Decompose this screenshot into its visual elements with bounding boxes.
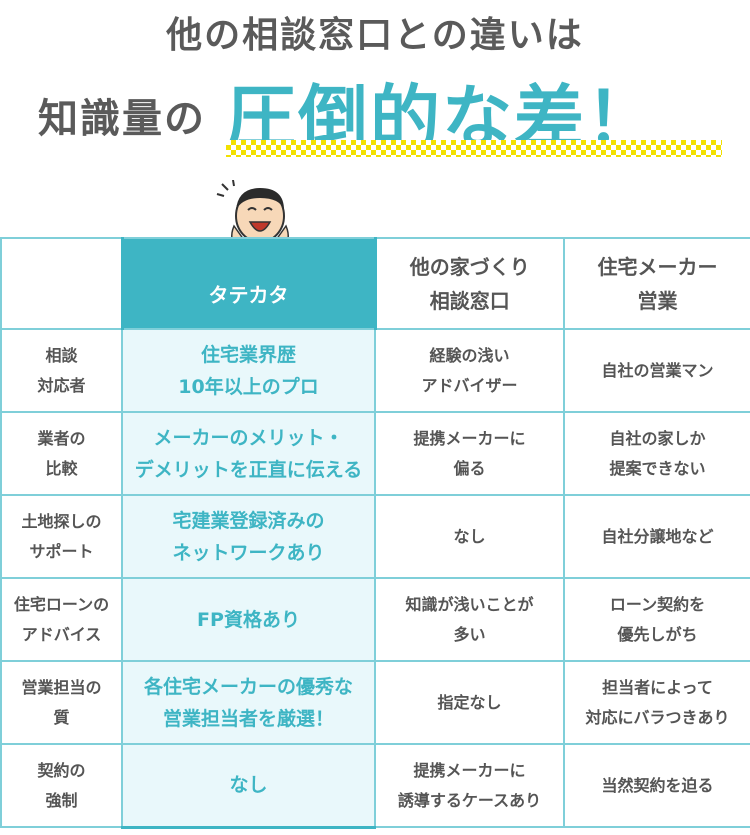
other-counter-cell: 提携メーカーに偏る	[374, 411, 565, 496]
other-counter-cell: 指定なし	[374, 660, 565, 745]
tatekata-cell-line: 10年以上のプロ	[178, 375, 319, 398]
row-label-cell-line: 土地探しの	[21, 511, 102, 531]
row-label-cell-line: 住宅ローンの	[13, 594, 110, 614]
header-tatekata: タテカタ	[120, 237, 377, 330]
header-empty-cell	[0, 237, 123, 330]
row-label-cell: 相談対応者	[0, 328, 123, 413]
other-counter-cell: 経験の浅いアドバイザー	[374, 328, 565, 413]
row-label-cell-line: 質	[53, 707, 70, 727]
maker-sales-cell: ローン契約を優先しがち	[563, 577, 750, 662]
table-row: 契約の強制 なし 提携メーカーに誘導するケースあり 当然契約を迫る	[0, 743, 750, 829]
other-counter-cell-line: 多い	[453, 624, 486, 644]
maker-sales-cell: 当然契約を迫る	[563, 743, 750, 828]
tatekata-cell: 宅建業登録済みのネットワークあり	[121, 494, 376, 579]
tatekata-cell-line: 住宅業界歴	[200, 343, 296, 366]
row-label-cell-line: 強制	[45, 790, 78, 810]
maker-sales-cell-line: ローン契約を	[609, 594, 706, 614]
maker-sales-cell: 自社の家しか提案できない	[563, 411, 750, 496]
tatekata-cell: 住宅業界歴 10年以上のプロ	[121, 328, 376, 413]
maker-sales-cell-line: 提案できない	[609, 458, 706, 478]
row-label-cell-line: サポート	[29, 541, 94, 561]
row-label-cell-line: 相談	[45, 345, 78, 365]
tatekata-cell-line: デメリットを正直に伝える	[134, 458, 363, 481]
other-counter-cell-line: 提携メーカーに	[413, 760, 526, 780]
other-counter-cell: 知識が浅いことが多い	[374, 577, 565, 662]
tatekata-cell-line: 各住宅メーカーの優秀な	[143, 675, 353, 698]
tatekata-cell: FP資格あり	[121, 577, 376, 662]
tatekata-cell-line: 営業担当者を厳選！	[162, 707, 334, 730]
other-counter-cell-line: 経験の浅い	[429, 345, 510, 365]
headline-line2-prefix: 知識量の	[38, 96, 206, 142]
other-counter-cell-line: 提携メーカーに	[413, 428, 526, 448]
comparison-table: タテカタ 他の家づくり 相談窓口 住宅メーカー 営業 相談対応者 住宅業界歴 10年…	[0, 237, 750, 829]
table-header-row: タテカタ 他の家づくり 相談窓口 住宅メーカー 営業	[0, 237, 750, 330]
row-label-cell-line: 営業担当の	[21, 677, 102, 697]
headline: 他の相談窓口との違いは 知識量の 圧倒的な差！	[0, 0, 750, 175]
maker-sales-cell: 自社の営業マン	[563, 328, 750, 413]
row-label-cell: 営業担当の質	[0, 660, 123, 745]
other-counter-cell-line: 偏る	[453, 458, 486, 478]
maker-sales-cell-line: 当然契約を迫る	[601, 775, 714, 795]
row-label-cell: 住宅ローンのアドバイス	[0, 577, 123, 662]
maker-sales-cell-line: 自社の営業マン	[601, 360, 714, 380]
row-label-cell: 土地探しのサポート	[0, 494, 123, 579]
header-maker-sales: 住宅メーカー 営業	[563, 237, 750, 330]
tatekata-cell-line: 宅建業登録済みの	[172, 509, 325, 532]
tatekata-cell-line: なし	[229, 774, 268, 797]
table-row: 土地探しのサポート宅建業登録済みのネットワークありなし自社分譲地など	[0, 494, 750, 579]
headline-line1: 他の相談窓口との違いは	[166, 15, 584, 56]
tatekata-cell: 各住宅メーカーの優秀な営業担当者を厳選！	[121, 660, 376, 745]
tatekata-cell: なし	[121, 743, 376, 829]
tatekata-cell-line: ネットワークあり	[172, 541, 325, 564]
tatekata-cell: メーカーのメリット・デメリットを正直に伝える	[121, 411, 376, 496]
row-label-cell-line: 対応者	[37, 375, 86, 395]
maker-sales-cell-line: 担当者によって	[602, 677, 713, 697]
other-counter-cell-line: 指定なし	[437, 692, 502, 712]
other-counter-cell-line: 知識が浅いことが	[405, 594, 534, 614]
maker-sales-cell-line: 優先しがち	[617, 624, 698, 644]
table-row: 相談対応者 住宅業界歴 10年以上のプロ 経験の浅いアドバイザー 自社の営業マン	[0, 328, 750, 413]
maker-sales-cell: 自社分譲地など	[563, 494, 750, 579]
maker-sales-cell-line: 自社の家しか	[609, 428, 706, 448]
row-label-cell-line: アドバイス	[21, 624, 102, 644]
maker-sales-cell-line: 対応にバラつきあり	[585, 707, 730, 727]
tatekata-cell-line: FP資格あり	[197, 608, 300, 631]
other-counter-cell-line: 誘導するケースあり	[397, 790, 542, 810]
row-label-cell-line: 比較	[45, 458, 78, 478]
row-label-cell: 業者の比較	[0, 411, 123, 496]
other-counter-cell-line: アドバイザー	[421, 375, 518, 395]
other-counter-cell: 提携メーカーに誘導するケースあり	[374, 743, 565, 828]
other-counter-cell: なし	[374, 494, 565, 579]
maker-sales-cell-line: 自社分譲地など	[601, 526, 714, 546]
tatekata-cell-line: メーカーのメリット・	[153, 426, 344, 449]
row-label-cell-line: 業者の	[37, 428, 86, 448]
table-row: 業者の比較メーカーのメリット・デメリットを正直に伝える提携メーカーに偏る自社の家…	[0, 411, 750, 496]
table-row: 営業担当の質各住宅メーカーの優秀な営業担当者を厳選！指定なし担当者によって対応に…	[0, 660, 750, 745]
yellow-checker-underline	[226, 140, 722, 157]
header-other-counter: 他の家づくり 相談窓口	[374, 237, 565, 330]
other-counter-cell-line: なし	[453, 526, 486, 546]
maker-sales-cell: 担当者によって対応にバラつきあり	[563, 660, 750, 745]
row-label-cell: 契約の強制	[0, 743, 123, 828]
row-label-cell-line: 契約の	[37, 760, 86, 780]
